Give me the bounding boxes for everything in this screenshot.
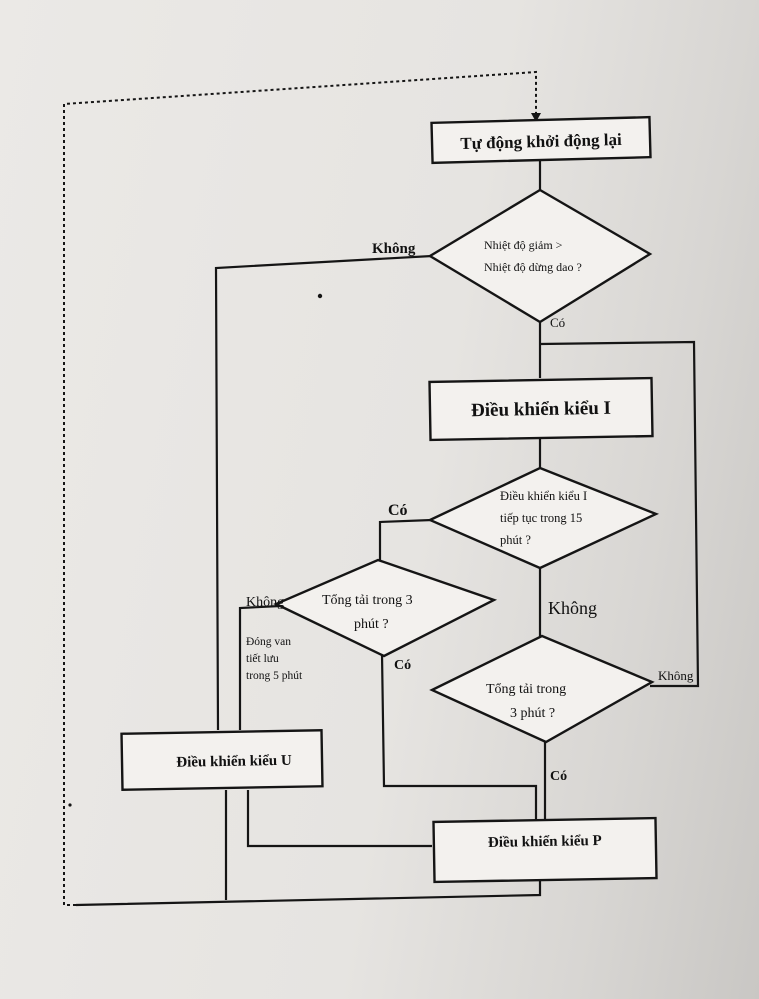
node-control-u-box: [120, 729, 324, 791]
decision-full-load-right: [429, 634, 655, 744]
line-u-to-p: [246, 790, 432, 848]
node-control-p-box: [432, 816, 658, 884]
decision-continue-line2: tiếp tục trong 15: [500, 511, 582, 525]
valve-note-line2: tiết lưu: [246, 652, 279, 665]
decision-temperature-line2: Nhiệt độ dừng dao ?: [484, 260, 582, 274]
label-right-yes: Có: [550, 769, 567, 784]
connectors: [75, 160, 700, 907]
label-left-yes: Có: [394, 658, 411, 673]
stray-dot-1: [317, 293, 323, 299]
label-temp-no: Không: [372, 241, 416, 257]
dashed-restart-loop: [63, 70, 537, 906]
decision-continue-15min: [427, 466, 660, 570]
node-auto-restart-box: [430, 115, 652, 165]
line-p-bottom-return: [75, 880, 542, 907]
decision-left-line1: Tổng tải trong 3: [322, 593, 413, 608]
line-temp-no-to-u: [214, 254, 433, 731]
valve-note-line1: Đóng van: [246, 636, 291, 648]
decision-left-line2: phút ?: [354, 617, 389, 632]
line-right-no-loop-to-i: [539, 340, 700, 688]
decision-continue-line1: Điều khiển kiểu I: [500, 489, 587, 503]
line-left-no-to-u: [238, 604, 281, 730]
node-control-i-box: [428, 376, 654, 442]
decision-temperature-line1: Nhiệt độ giảm >: [484, 238, 563, 252]
node-control-i-label: Điều khiển kiểu I: [471, 398, 611, 421]
label-left-no: Không: [246, 595, 284, 610]
decision-temperature: [427, 188, 653, 324]
line-continue-yes-to-left: [378, 518, 433, 566]
decision-right-line1: Tổng tải trong: [486, 682, 566, 697]
decision-full-load-left: [273, 558, 498, 658]
node-control-p-label: Điều khiển kiểu P: [488, 833, 602, 851]
label-continue-no: Không: [548, 598, 597, 618]
valve-note-line3: trong 5 phút: [246, 670, 303, 682]
line-left-yes-to-p: [380, 653, 538, 820]
label-right-no: Không: [658, 668, 694, 683]
decision-right-line2: 3 phút ?: [510, 706, 555, 721]
label-continue-yes: Có: [388, 502, 408, 519]
stray-dot-2: [68, 803, 72, 807]
node-control-u-label: Điều khiển kiểu U: [176, 753, 292, 771]
node-auto-restart-label: Tự động khởi động lại: [460, 130, 622, 153]
decision-continue-line3: phút ?: [500, 533, 531, 547]
label-temp-yes: Có: [550, 315, 565, 330]
restart-arrowhead: [531, 113, 541, 122]
